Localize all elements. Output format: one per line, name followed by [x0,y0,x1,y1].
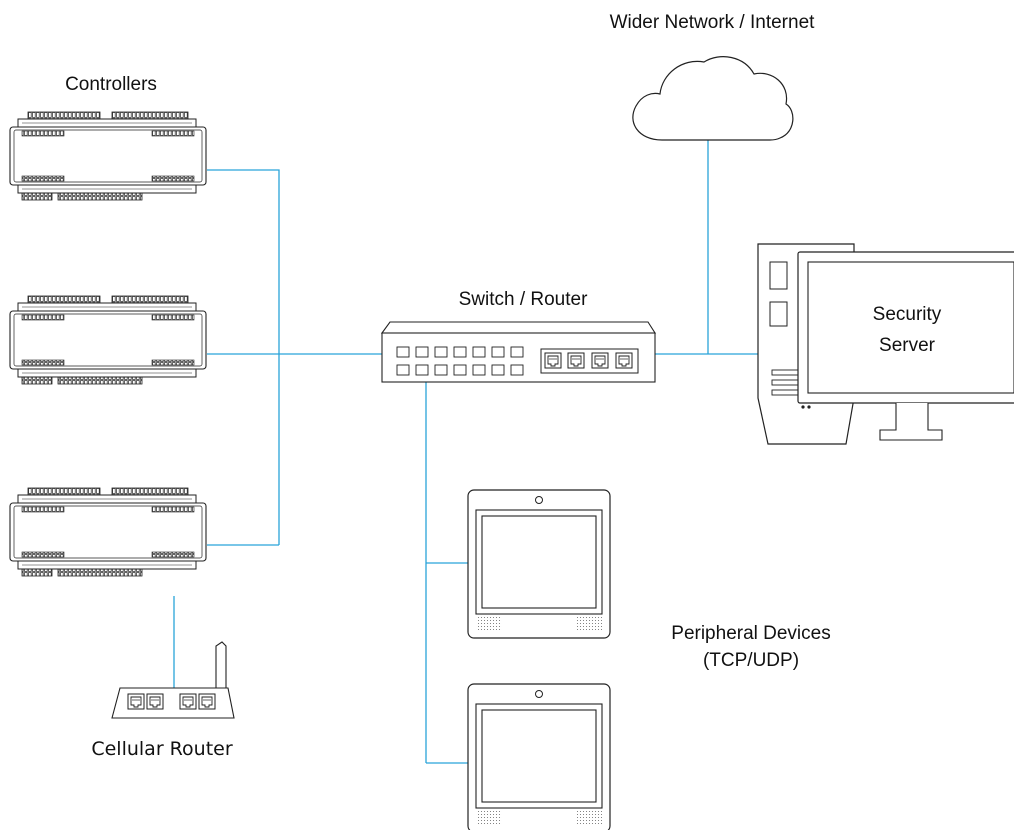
peripheral-label: Peripheral Devices (TCP/UDP) [646,620,856,674]
server-label-line2: Server [879,335,936,356]
cellular-router-icon [111,641,235,719]
cloud-icon [632,56,794,141]
connection-lines [173,140,770,764]
peripheral-device-icon [467,683,611,830]
server-label-line1: Security [873,304,942,325]
controller-icon [9,111,207,201]
controller-icon [9,295,207,385]
peripheral-label-line2: (TCP/UDP) [702,650,800,671]
controllers-label: Controllers [65,74,157,95]
link-controller1 [207,169,280,545]
switch-label: Switch / Router [458,289,588,310]
peripheral-label-line1: Peripheral Devices [671,623,831,644]
server-icon: Security Server [757,243,1014,445]
switch-icon [380,321,657,383]
controller-icon [9,487,207,577]
internet-label: Wider Network / Internet [609,12,815,33]
cellular-label: Cellular Router [91,738,233,760]
peripheral-device-icon [467,489,611,639]
